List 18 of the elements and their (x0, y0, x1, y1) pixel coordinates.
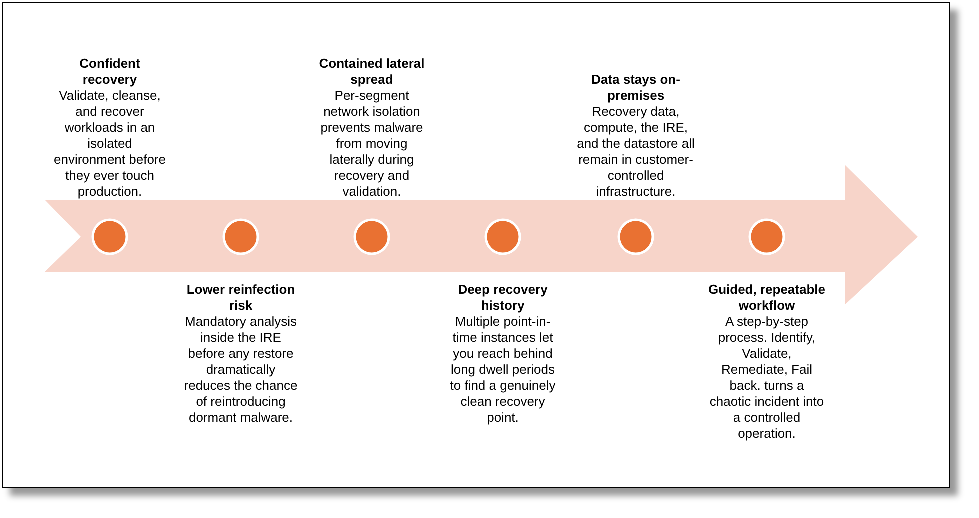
milestone-heading: Deep recovery history (457, 282, 549, 314)
milestone-heading: Confident recovery (78, 56, 142, 88)
milestone-description: Validate, cleanse, and recover workloads in an isolated environment before they ever touch production. (52, 88, 167, 200)
milestone-heading: Lower reinfection risk (186, 282, 296, 314)
milestone-heading: Guided, repeatable workflow (708, 282, 826, 314)
timeline-dot (91, 218, 129, 256)
timeline-dot (222, 218, 260, 256)
milestone-description: A step-by-step process. Identify, Validate, Remediate, Fail back. turns a chaotic incident into a controlled operation. (708, 314, 826, 442)
milestone-description: Mandatory analysis inside the IRE before any restore dramatically reduces the chance of reintroducing dormant malware. (183, 314, 299, 426)
milestone-heading: Data stays on-premises (590, 72, 682, 104)
timeline-dot (748, 218, 786, 256)
timeline-dot (617, 218, 655, 256)
milestone-description: Recovery data, compute, the IRE, and the datastore all remain in customer-controlled infrastructure. (577, 104, 695, 200)
milestone-description: Per-segment network isolation prevents malware from moving laterally during recovery and validation. (320, 88, 424, 200)
milestone-heading: Contained lateral spread (318, 56, 426, 88)
timeline-dot (484, 218, 522, 256)
milestone-description: Multiple point-in-time instances let you reach behind long dwell periods to find a genuinely clean recovery point. (449, 314, 557, 426)
timeline-dot (353, 218, 391, 256)
